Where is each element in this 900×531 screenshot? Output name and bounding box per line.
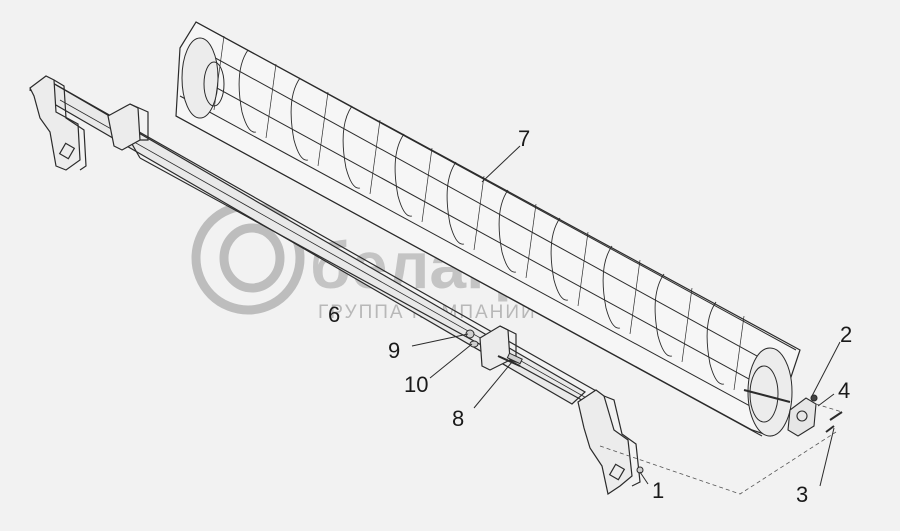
bolt-part-3b — [825, 425, 835, 433]
drum-roller — [175, 21, 801, 437]
washer-part-10 — [469, 340, 479, 348]
callout-10: 10 — [404, 372, 428, 397]
bolt-part-3 — [829, 411, 843, 421]
callout-8: 8 — [452, 406, 464, 431]
callout-2: 2 — [840, 322, 852, 347]
bearing-bore — [796, 410, 808, 422]
watermark-ring-inner — [219, 223, 285, 293]
callout-4: 4 — [838, 378, 850, 403]
callout-labels: 7 6 9 10 8 1 2 4 3 — [328, 126, 852, 507]
callout-7: 7 — [518, 126, 530, 151]
callout-1: 1 — [652, 478, 664, 503]
frame-beam — [28, 75, 641, 495]
pin-part-8 — [506, 352, 523, 365]
grease-nipple — [810, 394, 818, 402]
bearing-assembly — [787, 394, 843, 437]
bearing-housing — [787, 397, 817, 437]
callout-9: 9 — [388, 338, 400, 363]
small-fasteners — [465, 329, 644, 474]
bolt-part-1 — [636, 466, 644, 474]
leader-lines — [411, 145, 841, 487]
callout-6: 6 — [328, 302, 340, 327]
alignment-lines — [599, 403, 843, 495]
callout-3: 3 — [796, 482, 808, 507]
